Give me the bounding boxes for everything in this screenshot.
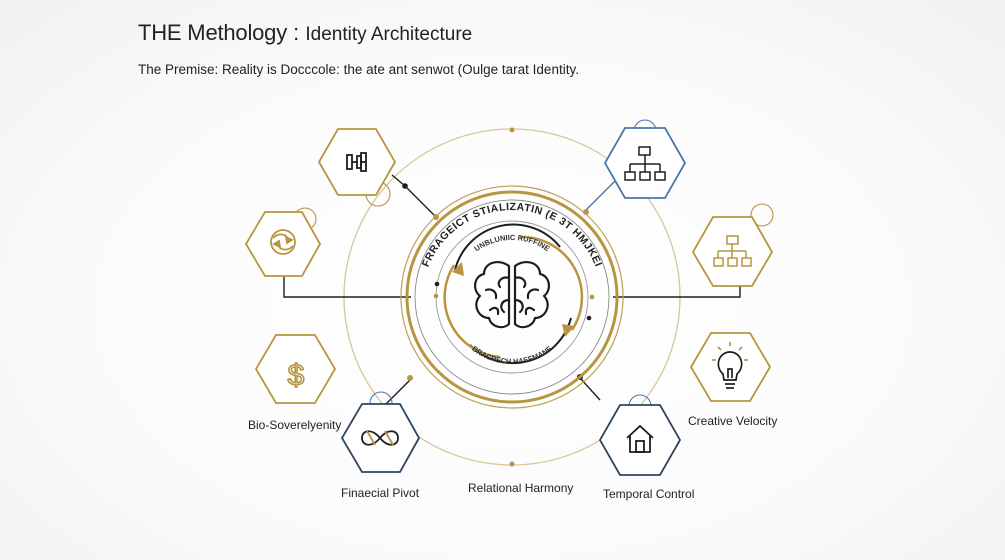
label-temporal-control: Temporal Control xyxy=(603,487,695,501)
org-chart-icon xyxy=(713,235,752,267)
title-separator: : xyxy=(287,20,306,45)
node-bio[interactable]: $ xyxy=(254,334,337,404)
orbit-dot-bottom xyxy=(509,461,515,467)
org-chart-icon xyxy=(624,146,666,181)
ring-dot xyxy=(589,294,595,300)
title-subtitle: Identity Architecture xyxy=(305,24,473,45)
svg-text:BRACRECH HAEFMANE: BRACRECH HAEFMANE xyxy=(470,344,553,366)
node-creative[interactable] xyxy=(689,332,772,402)
node-temporal[interactable] xyxy=(598,394,682,476)
node-org-top[interactable] xyxy=(603,119,687,199)
infinity-icon xyxy=(361,430,399,446)
page-title: THE Methology : Identity Architecture xyxy=(138,20,472,46)
label-bio-sovereignty: Bio-Soverelyenity xyxy=(248,418,342,432)
connector-dot xyxy=(407,375,413,381)
inner-bottom-text: BRACRECH HAEFMANE xyxy=(470,344,553,366)
label-financial-pivot: Finaecial Pivot xyxy=(341,486,420,500)
node-org-right[interactable] xyxy=(691,203,774,287)
ring-dot xyxy=(434,281,440,287)
node-cycle[interactable] xyxy=(244,207,322,277)
home-icon xyxy=(626,424,654,453)
ring-dot xyxy=(586,315,592,321)
premise-text: The Premise: Reality is Docccole: the at… xyxy=(138,62,579,77)
brain-icon xyxy=(474,261,550,329)
arrowhead xyxy=(452,262,464,276)
cycle-icon xyxy=(270,229,296,255)
svg-text:UNBLUNIIC RUFFINE: UNBLUNIIC RUFFINE xyxy=(473,233,552,253)
node-financial[interactable] xyxy=(340,391,421,473)
node-fitness[interactable] xyxy=(317,128,397,207)
arrowhead xyxy=(562,324,575,337)
dollar-icon: $ xyxy=(288,359,305,392)
cycle-arrows xyxy=(443,223,584,364)
ring-dot xyxy=(433,293,439,299)
label-relational-harmony: Relational Harmony xyxy=(468,481,574,495)
inner-top-text: UNBLUNIIC RUFFINE xyxy=(473,233,552,253)
title-strong: THE Methology xyxy=(138,20,288,45)
lightbulb-icon xyxy=(712,342,748,389)
connector-dot xyxy=(402,183,408,189)
orbit-dot-top xyxy=(509,127,515,133)
label-creative-velocity: Creative Velocity xyxy=(688,414,778,428)
dumbbell-icon xyxy=(346,152,367,172)
